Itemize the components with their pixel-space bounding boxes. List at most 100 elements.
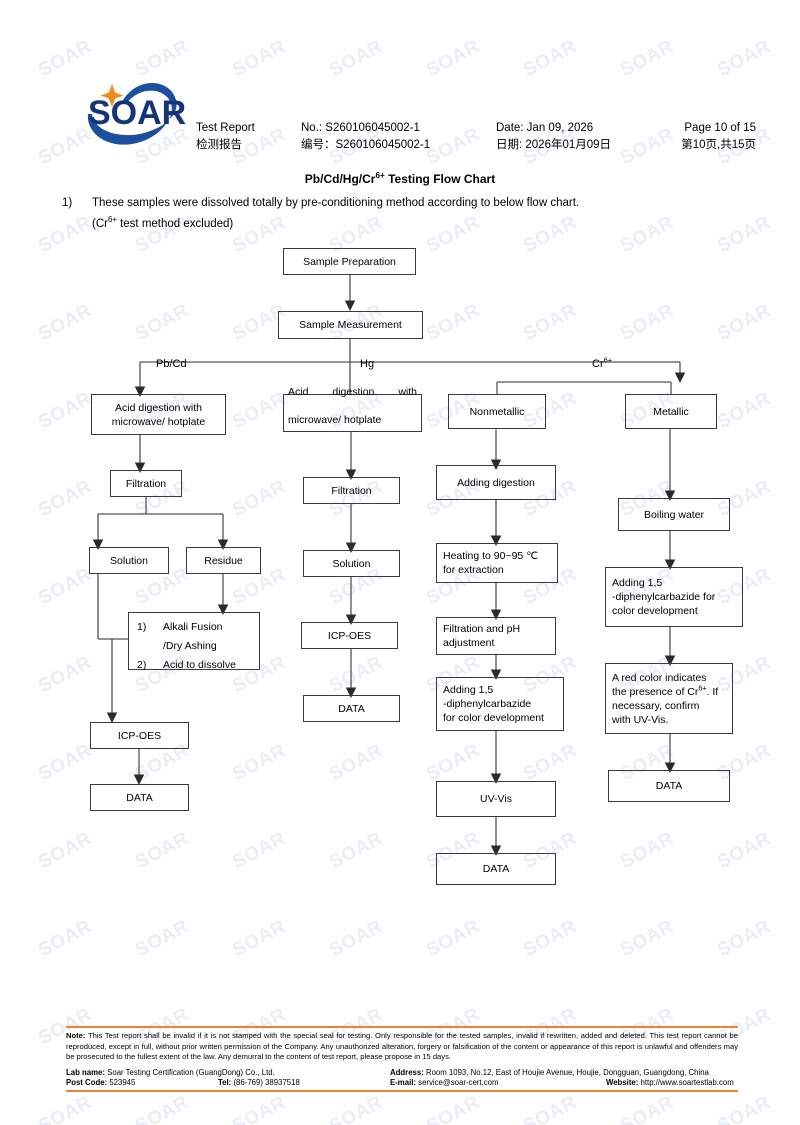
- list-marker-1: 1): [137, 621, 147, 633]
- footer-contact: Lab name: Soar Testing Certification (Gu…: [66, 1068, 738, 1090]
- node-nm-heating: Heating to 90~95 ℃ for extraction: [436, 543, 558, 583]
- node-nm-filtration-ph-line2: adjustment: [443, 637, 495, 649]
- svg-text:SOAR: SOAR: [88, 94, 186, 132]
- footer-email-value: service@soar-cert.com: [416, 1078, 499, 1088]
- node-hg-acid-digestion-line1: Acid digestion with: [288, 386, 417, 398]
- footer-lab-value: Soar Testing Certification (GuangDong) C…: [105, 1067, 275, 1077]
- note-line-1: These samples were dissolved totally by …: [92, 197, 580, 209]
- footer-address: Address: Room 1093, No.12, East of Houji…: [390, 1068, 709, 1079]
- report-date-en: Date: Jan 09, 2026: [496, 122, 594, 134]
- list-item: /Dry Ashing: [137, 637, 253, 656]
- report-no-en: No.: S260106045002-1: [301, 122, 420, 134]
- page-header: SOAR Test Report No.: S260106045002-1 Da…: [0, 0, 800, 170]
- header-row-en: Test Report No.: S260106045002-1 Date: J…: [196, 120, 756, 137]
- branch-label-hg: Hg: [360, 358, 375, 370]
- testing-flow-chart: Sample Preparation Sample Measurement Pb…: [89, 248, 743, 885]
- node-hg-acid-digestion-line2: microwave/ hotplate: [288, 414, 382, 426]
- list-marker-blank: [137, 637, 163, 656]
- footer-lab-label: Lab name:: [66, 1067, 105, 1077]
- node-sample-measurement: Sample Measurement: [278, 311, 423, 339]
- footer-post-label: Post Code:: [66, 1078, 108, 1088]
- node-pbcd-icp-oes: ICP-OES: [90, 722, 189, 749]
- node-m-red-color-line3: necessary, confirm: [612, 699, 700, 712]
- page-footer: Note: This Test report shall be invalid …: [66, 1026, 738, 1092]
- footer-address-label: Address:: [390, 1067, 424, 1077]
- node-nm-heating-line2: for extraction: [443, 564, 504, 576]
- node-sample-preparation: Sample Preparation: [283, 248, 416, 275]
- node-hg-solution: Solution: [303, 550, 400, 577]
- node-cr6-nonmetallic: Nonmetallic: [448, 394, 546, 429]
- footer-website-value: http://www.soartestlab.com: [638, 1078, 734, 1088]
- list-text-1-cont: /Dry Ashing: [163, 640, 217, 652]
- node-pbcd-solution: Solution: [89, 547, 169, 574]
- node-m-boiling-water: Boiling water: [618, 498, 730, 531]
- note-line-2: (Cr6+ test method excluded): [92, 214, 233, 235]
- node-nm-adding-dpc-line2: -diphenylcarbazide: [443, 698, 532, 710]
- list-text-1: Alkali Fusion: [163, 621, 223, 633]
- node-m-red-color-line1: A red color indicates: [612, 671, 707, 684]
- footer-website-label: Website:: [606, 1078, 639, 1088]
- node-m-data: DATA: [608, 770, 730, 802]
- footer-tel-value: (86-769) 38937518: [231, 1078, 300, 1088]
- footer-post-code: Post Code: 523945: [66, 1078, 135, 1089]
- node-nm-filtration-ph-line1: Filtration and pH: [443, 623, 521, 635]
- node-hg-acid-digestion: Acid digestion with microwave/ hotplate: [283, 386, 422, 432]
- note-line-2-post: test method excluded): [116, 218, 234, 230]
- soar-logo-icon: SOAR: [87, 83, 186, 145]
- note-number: 1): [62, 197, 73, 209]
- node-m-adding-dpc: Adding 1,5 -diphenylcarbazide for color …: [605, 567, 743, 627]
- flowchart-connectors: [92, 275, 686, 856]
- footer-tel-label: Tel:: [218, 1078, 232, 1088]
- page-title-pre: Pb/Cd/Hg/Cr: [304, 172, 376, 186]
- list-item: 1) Alkali Fusion: [137, 618, 253, 637]
- list-item: 2) Acid to dissolve: [137, 656, 253, 675]
- footer-post-value: 523945: [107, 1078, 136, 1088]
- note-line-2-superscript: 6+: [107, 215, 117, 225]
- footer-note-body: This Test report shall be invalid if it …: [66, 1031, 738, 1062]
- footer-rule-bottom: [66, 1089, 738, 1092]
- node-m-adding-dpc-line1: Adding 1,5: [612, 577, 663, 589]
- node-pbcd-alkali-list: 1) Alkali Fusion /Dry Ashing 2) Acid to …: [128, 612, 260, 671]
- branch-label-cr6: Cr6+: [592, 355, 613, 370]
- header-info: Test Report No.: S260106045002-1 Date: J…: [196, 120, 756, 154]
- note-line-2-pre: (Cr: [92, 218, 108, 230]
- node-m-red-color-line2: the presence of Cr6+. If: [612, 684, 718, 699]
- node-hg-data: DATA: [303, 695, 400, 722]
- footer-rule-top: [66, 1026, 738, 1028]
- node-m-adding-dpc-line2: -diphenylcarbazide for: [612, 591, 716, 603]
- node-pbcd-acid-digestion-line1: Acid digestion with: [115, 401, 202, 414]
- node-nm-adding-dpc-line3: for color development: [443, 712, 544, 724]
- list-marker-2: 2): [137, 659, 147, 671]
- footer-address-value: Room 1093, No.12, East of Houjie Avenue,…: [423, 1067, 709, 1077]
- node-m-red-color-line2-pre: the presence of Cr: [612, 685, 699, 698]
- report-type-cn: 检测报告: [196, 139, 242, 151]
- branch-label-cr6-superscript: 6+: [603, 355, 613, 365]
- node-cr6-metallic: Metallic: [625, 394, 717, 429]
- page-title-post: Testing Flow Chart: [384, 172, 496, 186]
- report-date-cn: 日期: 2026年01月09日: [496, 139, 612, 151]
- header-row-cn: 检测报告 编号：S260106045002-1 日期: 2026年01月09日 …: [196, 137, 756, 154]
- branch-label-pbcd: Pb/Cd: [156, 358, 187, 370]
- node-nm-heating-line1: Heating to 90~95 ℃: [443, 550, 538, 562]
- list-text-2: Acid to dissolve: [163, 659, 236, 671]
- page-number-en: Page 10 of 15: [684, 122, 756, 134]
- node-pbcd-filtration: Filtration: [110, 470, 182, 497]
- node-pbcd-residue: Residue: [186, 547, 261, 574]
- page-title: Pb/Cd/Hg/Cr6+ Testing Flow Chart: [0, 171, 800, 186]
- footer-disclaimer: Note: This Test report shall be invalid …: [66, 1028, 738, 1063]
- footer-website[interactable]: Website: http://www.soartestlab.com: [606, 1078, 734, 1089]
- branch-label-cr6-pre: Cr: [592, 358, 604, 370]
- soar-logo: SOAR: [74, 70, 199, 150]
- footer-email[interactable]: E-mail: service@soar-cert.com: [390, 1078, 498, 1089]
- page-title-superscript: 6+: [375, 171, 385, 180]
- node-pbcd-acid-digestion-line2: microwave/ hotplate: [111, 415, 206, 428]
- node-m-adding-dpc-line3: color development: [612, 605, 698, 617]
- node-hg-icp-oes: ICP-OES: [301, 622, 398, 649]
- node-nm-filtration-ph: Filtration and pH adjustment: [436, 617, 556, 655]
- node-nm-uv-vis: UV-Vis: [436, 781, 556, 817]
- node-m-red-color-superscript: 6+: [698, 684, 707, 692]
- node-nm-adding-dpc-line1: Adding 1,5: [443, 684, 494, 696]
- footer-email-label: E-mail:: [390, 1078, 416, 1088]
- node-pbcd-data: DATA: [90, 784, 189, 811]
